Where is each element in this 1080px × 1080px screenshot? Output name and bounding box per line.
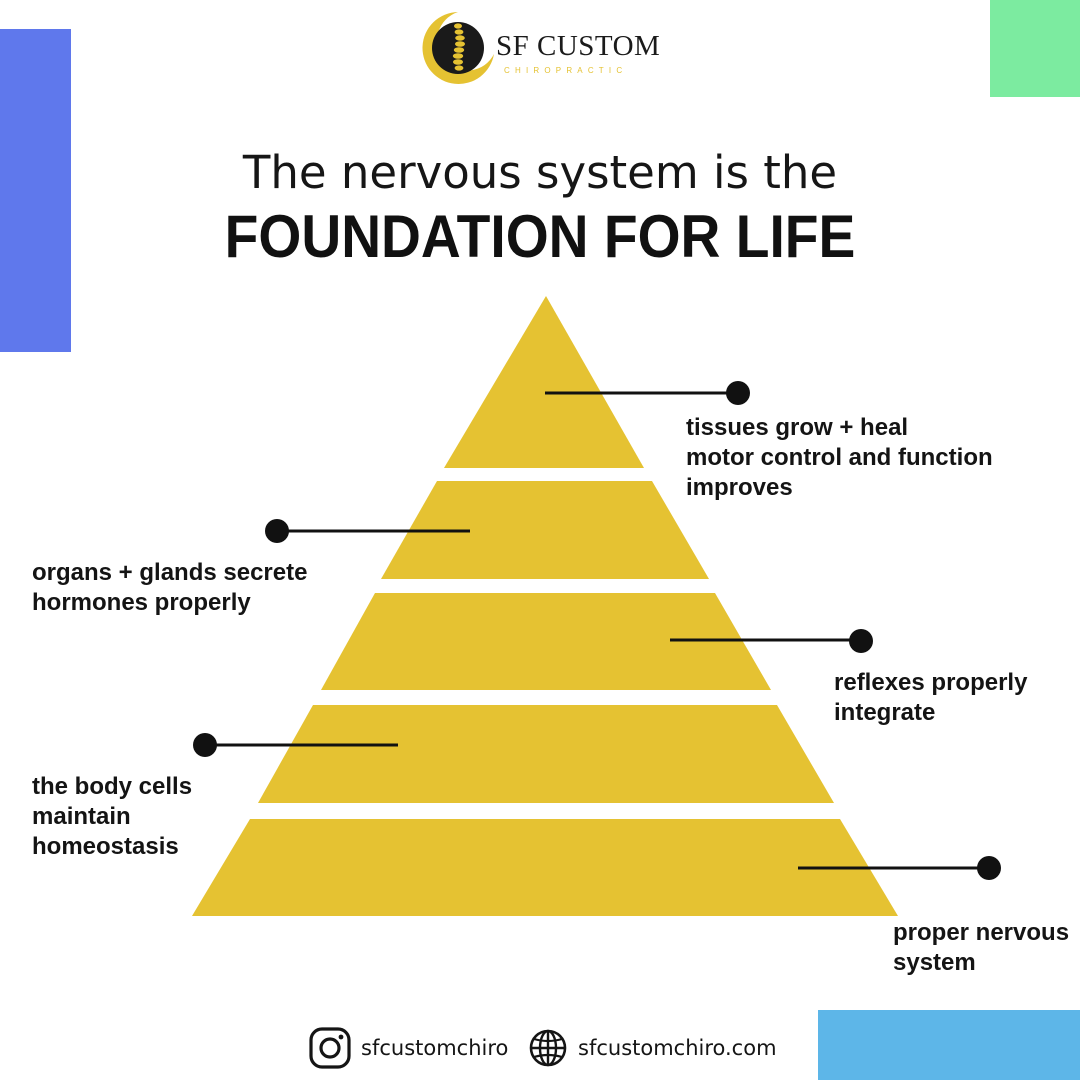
instagram-icon: [309, 1027, 351, 1069]
pyramid-tier-2: [381, 481, 709, 579]
brand-logo: SF CUSTOM CHIROPRACTIC: [418, 8, 668, 88]
pyramid-tier-1: [444, 296, 644, 468]
brand-tagline: CHIROPRACTIC: [504, 66, 628, 75]
pointer-dot-5: [977, 856, 1001, 880]
page-title-line-2: FOUNDATION FOR LIFE: [224, 203, 856, 270]
pyramid-tier-5: [192, 819, 898, 916]
instagram-handle: sfcustomchiro: [361, 1036, 509, 1060]
footer-website[interactable]: sfcustomchiro.com: [528, 1026, 777, 1070]
globe-icon: [529, 1029, 567, 1067]
decorative-blue-block: [0, 29, 71, 352]
pointer-dot-1: [726, 381, 750, 405]
pointer-dot-4: [193, 733, 217, 757]
pointer-dot-2: [265, 519, 289, 543]
caption-level-5: proper nervous system: [893, 919, 1070, 976]
pointer-dot-3: [849, 629, 873, 653]
footer-instagram[interactable]: sfcustomchiro: [309, 1026, 508, 1070]
caption-level-3: reflexes properly integrate: [834, 669, 1028, 726]
decorative-light-blue-block: [818, 1010, 1080, 1080]
spine-crescent-logo-icon: [422, 12, 494, 84]
page-title-line-1: The nervous system is the: [242, 146, 838, 199]
caption-level-4: the body cells maintain homeostasis: [32, 773, 193, 860]
caption-level-1: tissues grow + heal motor control and fu…: [686, 414, 993, 501]
pyramid-tier-4: [258, 705, 834, 803]
brand-name: SF CUSTOM: [496, 30, 661, 62]
website-url: sfcustomchiro.com: [578, 1036, 777, 1060]
caption-level-2: organs + glands secrete hormones properl…: [32, 559, 308, 616]
pyramid-tier-3: [321, 593, 771, 690]
decorative-green-block: [990, 0, 1080, 97]
